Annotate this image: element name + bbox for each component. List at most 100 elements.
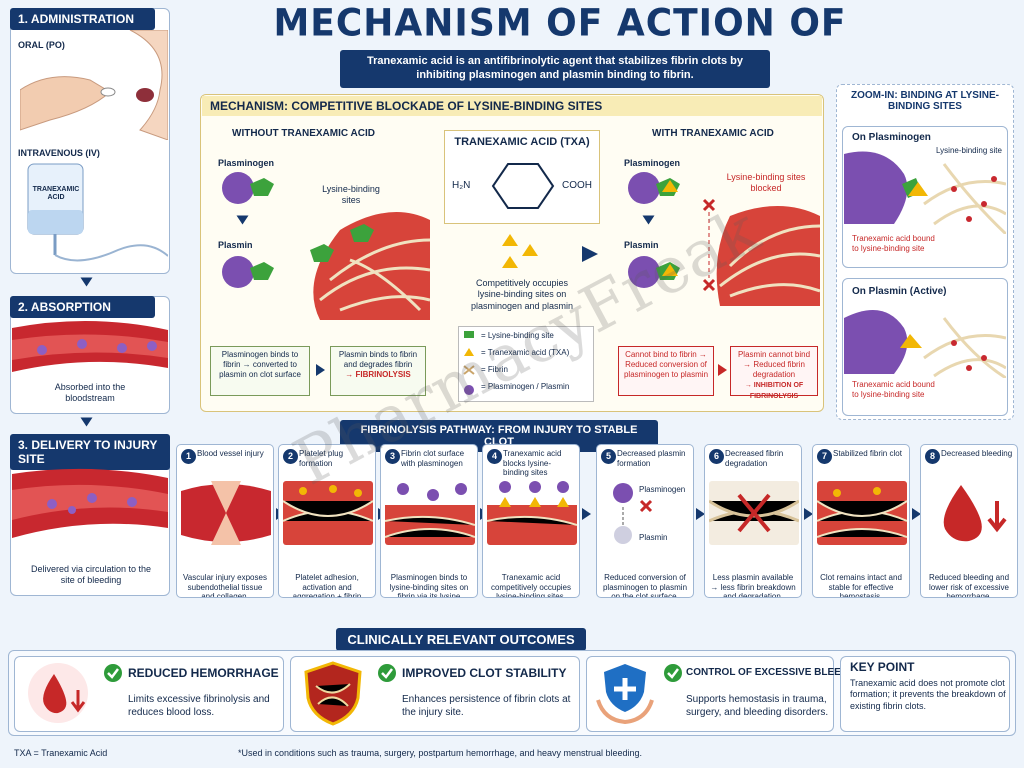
absorption-text: Absorbed into the bloodstream [54,382,126,404]
step-title: Stabilized fibrin clot [833,449,902,458]
zoom-on-plasminogen: On Plasminogen [852,132,931,143]
fibrin-degradation-illustration [709,481,799,545]
outcome-desc-3: Supports hemostasis in trauma, surgery, … [686,694,829,718]
step-number: 5 [601,449,616,464]
pathway-step-1: 1 Blood vessel injury Vascular injury ex… [176,444,274,598]
outcome-title-1: REDUCED HEMORRHAGE [128,666,279,680]
pathway-step-5: 5 Decreased plasmin formation Plasminoge… [596,444,694,598]
step5-plasminogen-label: Plasminogen [639,485,686,494]
step-number: 3 [385,449,400,464]
without-plasminogen-icon [222,172,274,204]
legend-item-lysine: = Lysine-binding site [481,331,554,340]
with-box-1: Cannot bind to fibrin → Reduced conversi… [618,346,714,396]
with-box-arrow [718,364,727,376]
step-title: Decreased plasmin formation [617,449,686,468]
delivery-text: Delivered via circulation to the site of… [30,564,152,586]
with-title: WITH TRANEXAMIC ACID [652,128,774,139]
legend-item-txa: = Tranexamic acid (TXA) [481,348,570,357]
outcome-title-3: CONTROL OF EXCESSIVE BLEEDING [686,667,866,678]
bloodstream-illustration [12,320,168,372]
check-icon [664,664,682,682]
lysine-sites-label: Lysine-binding sites [322,184,380,206]
fibrin-plasminogen-illustration [385,483,475,545]
step-number: 6 [709,449,724,464]
fibrin-clot-illustration [310,212,430,320]
step-desc: Tranexamic acid competitively occupies l… [490,573,572,598]
step-title: Decreased bleeding [941,449,1013,458]
pathway-step-3: 3 Fibrin clot surface with plasminogen P… [380,444,478,598]
pathway-step-4: 4 Tranexamic acid blocks lysine-binding … [482,444,580,598]
oral-label: ORAL (PO) [18,40,65,50]
outcome-desc-1: Limits excessive fibrinolysis and reduce… [128,694,270,718]
iv-bag-illustration [27,163,168,262]
zoom-header: ZOOM-IN: BINDING AT LYSINE-BINDING SITES [851,90,999,112]
without-plasminogen-label: Plasminogen [218,158,275,168]
blood-drop-icon [28,663,88,723]
mechanism-header: MECHANISM: COMPETITIVE BLOCKADE OF LYSIN… [202,96,822,116]
without-plasmin-label: Plasmin [218,240,253,250]
step-desc: Less plasmin available → less fibrin bre… [710,573,796,598]
txa-cooh: COOH [562,180,592,191]
shield-clot-icon [304,661,362,726]
blocked-label: Lysine-binding sites blocked [726,172,806,194]
check-icon [104,664,122,682]
txa-ring-structure [491,163,555,209]
stable-clot-illustration [817,481,907,545]
without-arrow-down [236,215,249,225]
step-number: 2 [283,449,298,464]
key-point-text: Tranexamic acid does not promote clot fo… [850,678,1006,711]
inhibition-label: → INHIBITION OF FIBRINOLYSIS [744,382,804,400]
step-desc: Reduced conversion of plasminogen to pla… [602,573,688,598]
txa-title: TRANEXAMIC ACID (TXA) [454,136,590,148]
pathway-arrow-7 [912,508,921,520]
pathway-arrow-6 [804,508,813,520]
blocked-clot-illustration [702,198,820,306]
pathway-step-7: 7 Stabilized fibrin clot Clot remains in… [812,444,910,598]
txa-blocking-illustration [487,481,577,545]
pathway-step-6: 6 Decreased fibrin degradation Less plas… [704,444,802,598]
administration-header: 1. ADMINISTRATION [10,8,155,30]
pathway-arrow-4 [582,508,591,520]
outcome-title-2: IMPROVED CLOT STABILITY [402,666,567,680]
blood-drop-down-icon [943,485,1007,542]
subtitle-banner: Tranexamic acid is an antifibrinolytic a… [340,50,770,88]
decreased-plasmin-illustration [613,483,653,544]
pathway-step-2: 2 Platelet plug formation Platelet adhes… [278,444,376,598]
zoom-bound-label-2: Tranexamic acid bound to lysine-binding … [852,380,935,399]
with-plasmin-label: Plasmin [624,240,659,250]
key-point-title: KEY POINT [850,660,915,674]
step-title: Blood vessel injury [197,449,264,458]
without-box-2-text: Plasmin binds to fibrin and degrades fib… [338,350,418,369]
step-number: 7 [817,449,832,464]
delivery-header: 3. DELIVERY TO INJURY SITE [10,434,170,470]
step-number: 8 [925,449,940,464]
without-plasmin-icon [222,256,274,288]
fibrinolysis-label: → FIBRINOLYSIS [345,370,411,379]
step-desc: Clot remains intact and stable for effec… [820,573,902,598]
pathway-arrow-5 [696,508,705,520]
without-box-2: Plasmin binds to fibrin and degrades fib… [330,346,426,396]
zoom-plasminogen-illustration [844,151,1006,234]
step-desc: Reduced bleeding and lower risk of exces… [928,573,1010,598]
without-box-arrow [316,364,325,376]
txa-h2n: H₂N [452,180,471,191]
pathway-step-8: 8 Decreased bleeding Reduced bleeding an… [920,444,1018,598]
legend-item-fibrin: = Fibrin [481,365,508,374]
outcome-desc-2: Enhances persistence of fibrin clots at … [402,694,571,718]
arrow-down-2 [80,417,93,427]
zoom-bound-label-1: Tranexamic acid bound to lysine-binding … [852,234,935,253]
txa-arrow-right [582,246,598,262]
iv-label: INTRAVENOUS (IV) [18,148,100,158]
with-box-2-text: Plasmin cannot bind → Reduced fibrin deg… [737,350,811,379]
with-plasminogen-label: Plasminogen [624,158,681,168]
zoom-on-plasmin: On Plasmin (Active) [852,286,947,297]
step-number: 1 [181,449,196,464]
footer-note: *Used in conditions such as trauma, surg… [238,748,643,758]
step-title: Platelet plug formation [299,449,344,468]
step-number: 4 [487,449,502,464]
step-title: Tranexamic acid blocks lysine-binding si… [503,449,562,478]
without-title: WITHOUT TRANEXAMIC ACID [232,128,375,139]
step-title: Fibrin clot surface with plasminogen [401,449,465,468]
step-desc: Plasminogen binds to lysine-binding site… [389,573,469,598]
legend-box: = Lysine-binding site = Tranexamic acid … [458,326,594,402]
